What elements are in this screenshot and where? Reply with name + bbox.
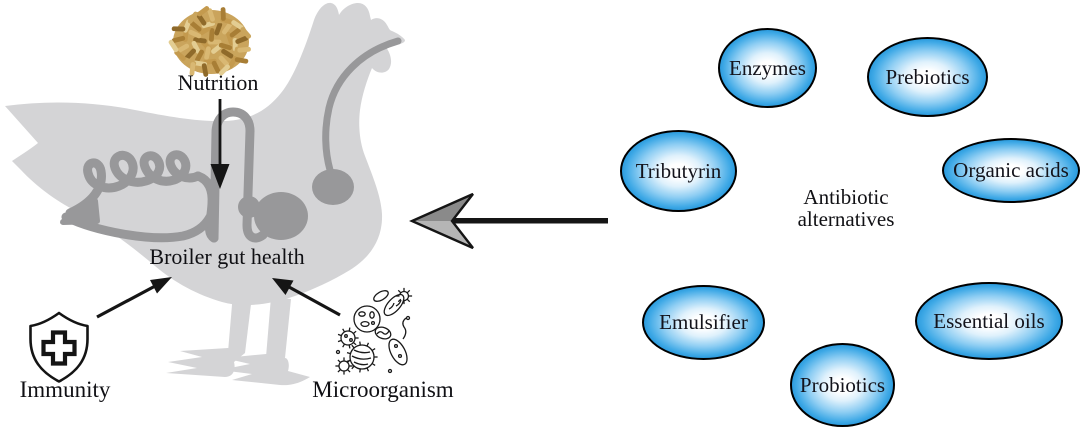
shield-cross-icon — [29, 311, 89, 383]
bubble-emulsifier: Emulsifier — [642, 285, 765, 360]
antibiotic-alternatives-label: Antibiotic alternatives — [762, 186, 930, 230]
broiler-gut-health-label: Broiler gut health — [149, 244, 305, 269]
alternatives-arrow-icon — [409, 192, 608, 250]
microorganism-label: Microorganism — [312, 377, 454, 402]
antibiotic-line2: alternatives — [797, 207, 895, 231]
bubble-prebiotics: Prebiotics — [867, 37, 988, 117]
antibiotic-line1: Antibiotic — [803, 185, 889, 209]
bacteria-icon — [335, 287, 413, 375]
bubble-essential-oils: Essential oils — [915, 282, 1063, 360]
bubble-enzymes: Enzymes — [718, 28, 817, 108]
bubble-organic-acids: Organic acids — [942, 138, 1080, 203]
bubble-probiotics: Probiotics — [790, 343, 895, 427]
immunity-label: Immunity — [19, 377, 111, 402]
chicken-right-foot — [220, 354, 310, 386]
immunity-arrow-icon — [96, 277, 172, 319]
chicken-left-leg — [228, 293, 252, 353]
feed-pellets-icon — [168, 6, 252, 77]
nutrition-arrow-icon — [210, 99, 230, 189]
chicken-silhouette-icon — [5, 2, 405, 386]
chicken-right-leg — [266, 297, 291, 358]
nutrition-label: Nutrition — [177, 70, 259, 95]
chicken-left-foot — [166, 348, 245, 377]
microorganism-arrow-icon — [272, 278, 341, 317]
bubble-tributyrin: Tributyrin — [620, 130, 737, 212]
